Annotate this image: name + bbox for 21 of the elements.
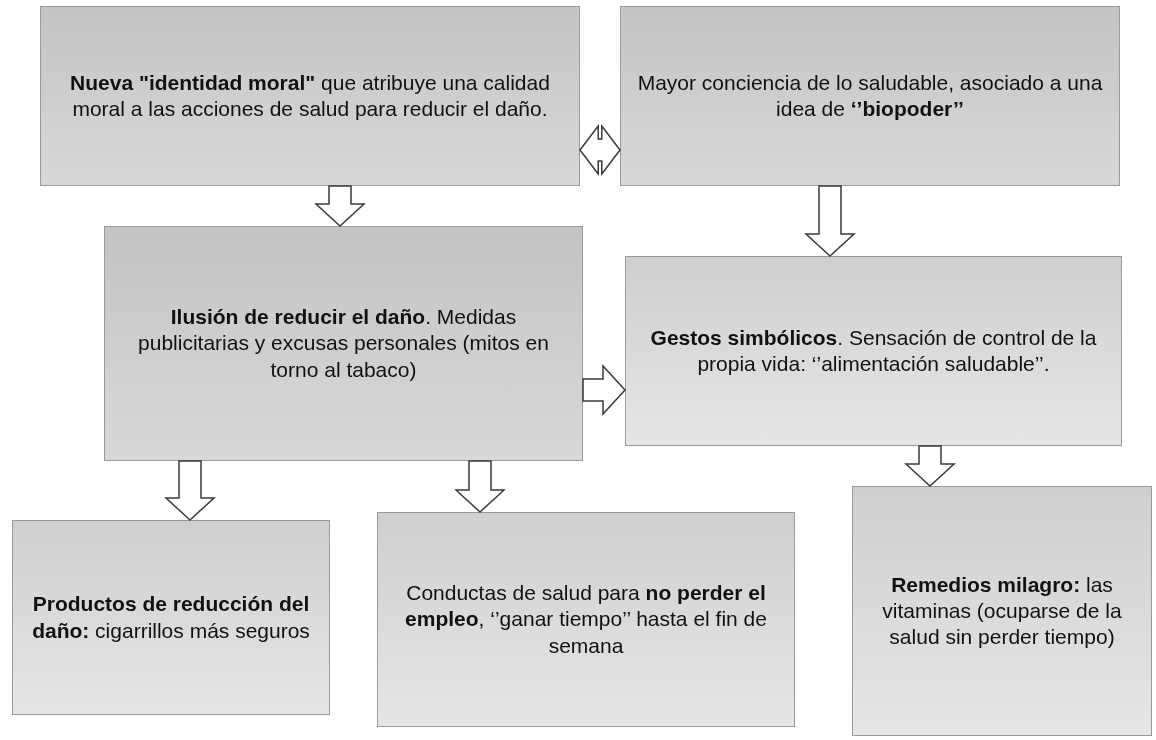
process-box [377, 512, 795, 727]
process-box [852, 486, 1152, 736]
process-box [620, 6, 1120, 186]
block-arrow [904, 445, 956, 487]
block-arrow [164, 460, 216, 521]
box-text: Mayor conciencia de lo saludable, asociado a una idea de ‘’biopoder’’ [636, 69, 1104, 122]
box-text: Ilusión de reducir el daño. Medidas publicitarias y excusas personales (mitos en torno al tabaco) [137, 304, 550, 383]
box-text: Remedios milagro: las vitaminas (ocuparse de la salud sin perder tiempo) [881, 571, 1123, 651]
process-box [104, 226, 583, 461]
process-box [40, 6, 580, 186]
box-text: Productos de reducción del daño: cigarrillos más seguros [31, 591, 311, 644]
process-box [625, 256, 1122, 446]
box-text: Conductas de salud para no perder el empleo, ‘’ganar tiempo’’ hasta el fin de semana [404, 580, 768, 659]
block-arrow [582, 364, 626, 416]
block-arrow [454, 460, 506, 513]
process-box [12, 520, 330, 715]
block-arrow [579, 123, 621, 177]
box-text: Gestos simbólicos. Sensación de control de la propia vida: ‘’alimentación saludable’’. [649, 324, 1098, 377]
block-arrow [314, 185, 366, 227]
box-text: Nueva "identidad moral" que atribuye una calidad moral a las acciones de salud para reducir el daño. [69, 69, 551, 122]
block-arrow [804, 185, 856, 257]
